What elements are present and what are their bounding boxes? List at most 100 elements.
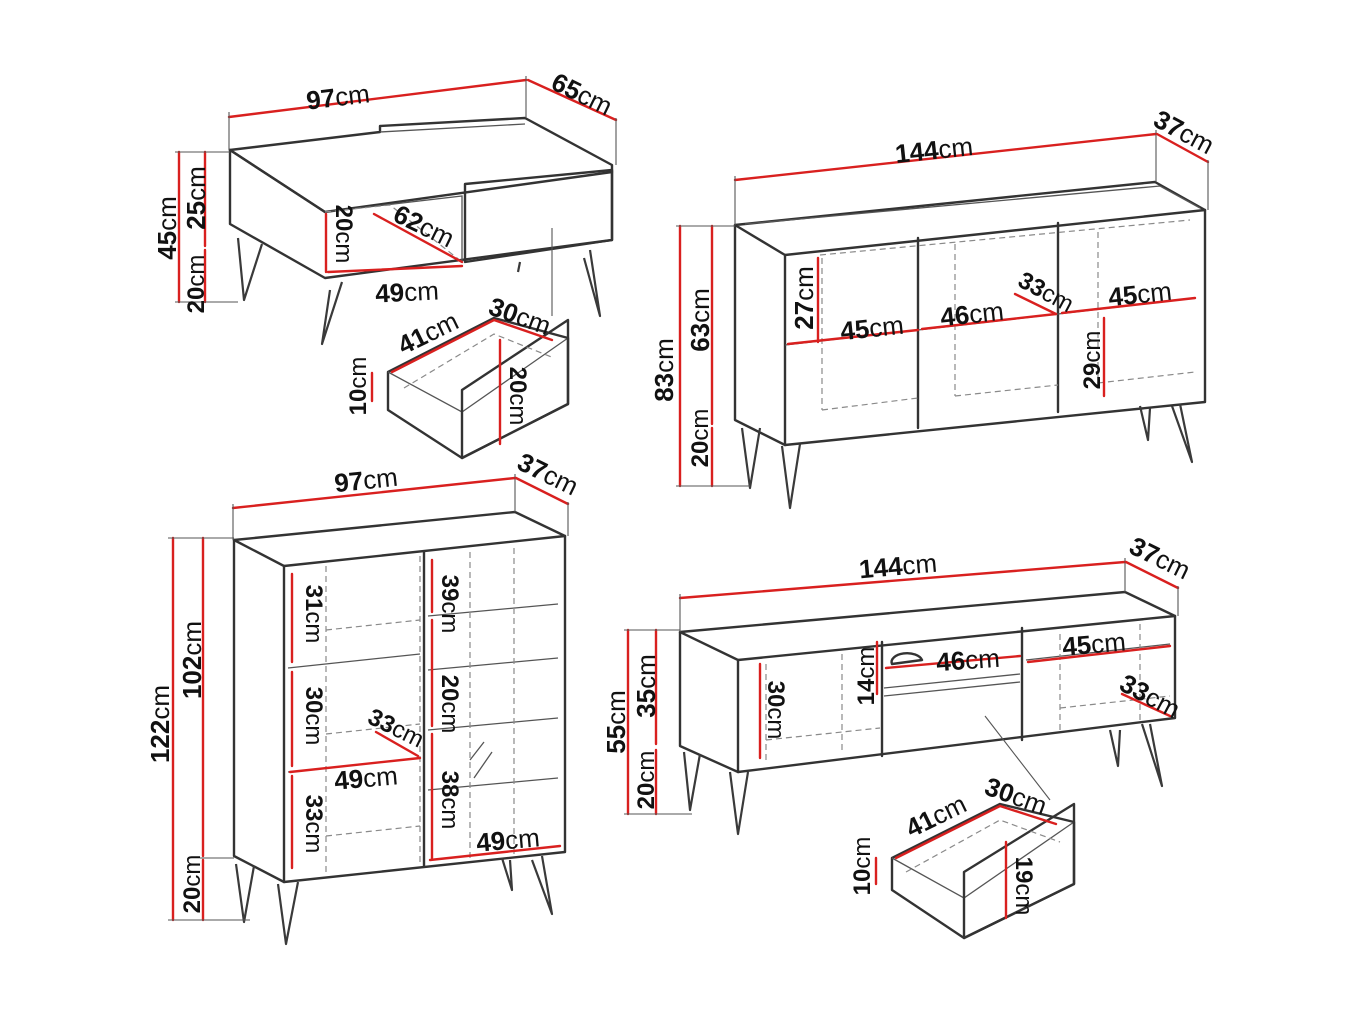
highboard-right-middle-label-value: 20 (437, 675, 464, 702)
highboard-width-label: 97cm (333, 462, 399, 498)
highboard-left-middle-label-unit: cm (301, 713, 328, 745)
coffee-table-inner-diagonal-label: 62cm (389, 199, 459, 254)
tv-stand-drawer-height-label: 19cm (1011, 857, 1038, 916)
highboard-drawing (232, 510, 567, 946)
highboard-left-width-label-value: 49 (333, 763, 364, 795)
sideboard-right-width-label-unit: cm (1136, 276, 1174, 309)
coffee-table-inner-width-label-value: 49 (374, 277, 404, 308)
tv-stand-height-label-unit: cm (601, 690, 631, 725)
highboard-left-top-label-unit: cm (301, 611, 328, 643)
tv-stand-drawer-depth-label: 30cm (981, 771, 1051, 821)
coffee-table-height-label-value: 45 (152, 231, 182, 260)
coffee-table-leg-height-label-value: 20 (183, 287, 210, 314)
coffee-table-dimension-lines (175, 76, 618, 446)
highboard-left-bottom-label-value: 33 (301, 795, 328, 822)
tv-stand-width-label: 144cm (858, 548, 938, 585)
sideboard-shelf-top-label-value: 27 (789, 301, 819, 330)
sideboard-left-width-label-value: 45 (839, 313, 871, 346)
tv-stand-drawer-drawing (890, 802, 1076, 940)
sideboard-height-label-unit: cm (649, 338, 679, 373)
coffee-table-inner-width-label: 49cm (374, 275, 439, 308)
sideboard-left-width-label-unit: cm (868, 310, 906, 343)
sideboard-height-label-value: 83 (649, 373, 679, 402)
coffee-table-inner-height-label: 20cm (331, 205, 358, 264)
tv-stand-body-height-label: 35cm (631, 654, 661, 718)
tv-stand-body-height-label-value: 35 (631, 689, 661, 718)
highboard-right-bottom-label-value: 38 (437, 771, 464, 798)
tv-stand-left-height-label-value: 30 (763, 681, 790, 708)
highboard-height-label-value: 122 (145, 720, 175, 763)
sideboard-shelf-bottom-label-unit: cm (1079, 331, 1106, 363)
highboard-left-width-label-unit: cm (362, 760, 399, 793)
sideboard-shelf-top-label: 27cm (789, 266, 819, 330)
sideboard-body-height-label-value: 63 (685, 323, 715, 352)
tv-stand-height-label: 55cm (601, 690, 631, 754)
tv-stand-right-width-label-value: 45 (1061, 629, 1092, 661)
tv-stand-height-label-value: 55 (601, 725, 631, 754)
tv-stand-drawer-compartment-height-label: 14cm (853, 647, 880, 706)
tv-stand-drawer-front-label: 10cm (849, 837, 876, 896)
highboard-right-bottom-label: 38cm (437, 771, 464, 830)
coffee-table-drawer-front-label: 10cm (345, 357, 372, 416)
coffee-table-leg-height-label: 20cm (183, 255, 210, 314)
coffee-table-drawer-depth-label: 30cm (485, 291, 555, 341)
tv-stand-drawer-height-label-value: 19 (1011, 857, 1038, 884)
sideboard-depth-label: 37cm (1149, 104, 1219, 160)
coffee-table-top-height-label-unit: cm (181, 166, 211, 201)
coffee-table-leg-height-label-unit: cm (183, 255, 210, 287)
sideboard-right-width-label-value: 45 (1107, 279, 1139, 312)
tv-stand-leg-height-label-unit: cm (633, 751, 660, 783)
highboard-body-height-label-unit: cm (177, 621, 207, 656)
highboard-left-depth-label: 33cm (364, 703, 429, 753)
coffee-table-drawer-front-label-unit: cm (345, 357, 372, 389)
tv-stand-right-width-label: 45cm (1061, 626, 1127, 661)
highboard-left-bottom-label-unit: cm (301, 821, 328, 853)
highboard-right-top-label: 39cm (437, 575, 464, 634)
highboard-left-middle-label: 30cm (301, 687, 328, 746)
coffee-table-inner-height-label-value: 20 (331, 205, 358, 232)
highboard-leg-height-label: 20cm (179, 855, 206, 914)
highboard-right-width-label: 49cm (475, 822, 541, 857)
sideboard-middle-width-label-value: 46 (939, 299, 971, 332)
coffee-table-height-label-unit: cm (152, 196, 182, 231)
sideboard-shelf-top-label-unit: cm (789, 266, 819, 301)
coffee-table-inner-height-label-unit: cm (331, 231, 358, 263)
coffee-table-width-label-value: 97 (305, 82, 337, 115)
coffee-table-height-label: 45cm (152, 196, 182, 260)
highboard-left-top-label-value: 31 (301, 585, 328, 612)
tv-stand-drawer-front-label-value: 10 (849, 869, 876, 896)
coffee-table-width-label-unit: cm (333, 78, 371, 112)
sideboard-drawing (733, 180, 1207, 510)
sideboard-leg-height-label-unit: cm (687, 409, 714, 441)
highboard-right-width-label-value: 49 (475, 825, 506, 857)
coffee-table-drawing (228, 116, 614, 346)
highboard-right-middle-label-unit: cm (437, 701, 464, 733)
coffee-table-drawer-drawing (386, 316, 570, 460)
tv-stand-depth-label: 37cm (1125, 531, 1195, 586)
highboard-right-top-label-value: 39 (437, 575, 464, 602)
highboard-right-top-label-unit: cm (437, 601, 464, 633)
highboard-right-bottom-label-unit: cm (437, 797, 464, 829)
tv-stand-leg-height-label: 20cm (633, 751, 660, 810)
highboard-body-height-label: 102cm (177, 621, 207, 699)
tv-stand-drawer-compartment-width-label: 46cm (935, 643, 1001, 677)
sideboard-shelf-bottom-label-value: 29 (1079, 363, 1106, 390)
sideboard-shelf-bottom-label: 29cm (1079, 331, 1106, 390)
sideboard-width-label-unit: cm (937, 131, 975, 164)
highboard-left-bottom-label: 33cm (301, 795, 328, 854)
sideboard-dimension-lines (676, 130, 1210, 488)
sideboard-leg-height-label: 20cm (687, 409, 714, 468)
highboard-width-label-unit: cm (362, 462, 400, 495)
tv-stand-drawer-compartment-width-label-value: 46 (935, 645, 966, 677)
highboard-body-height-label-value: 102 (177, 656, 207, 699)
coffee-table-inner-width-label-unit: cm (403, 275, 439, 307)
sideboard-left-width-label: 45cm (839, 310, 905, 346)
coffee-table-width-label: 97cm (305, 78, 372, 116)
sideboard-body-height-label-unit: cm (685, 288, 715, 323)
highboard-left-middle-label-value: 30 (301, 687, 328, 714)
coffee-table-top-height-label: 25cm (181, 166, 211, 230)
tv-stand-width-label-value: 144 (858, 551, 904, 585)
sideboard-leg-height-label-value: 20 (687, 441, 714, 468)
coffee-table-drawer-front-label-value: 10 (345, 389, 372, 416)
